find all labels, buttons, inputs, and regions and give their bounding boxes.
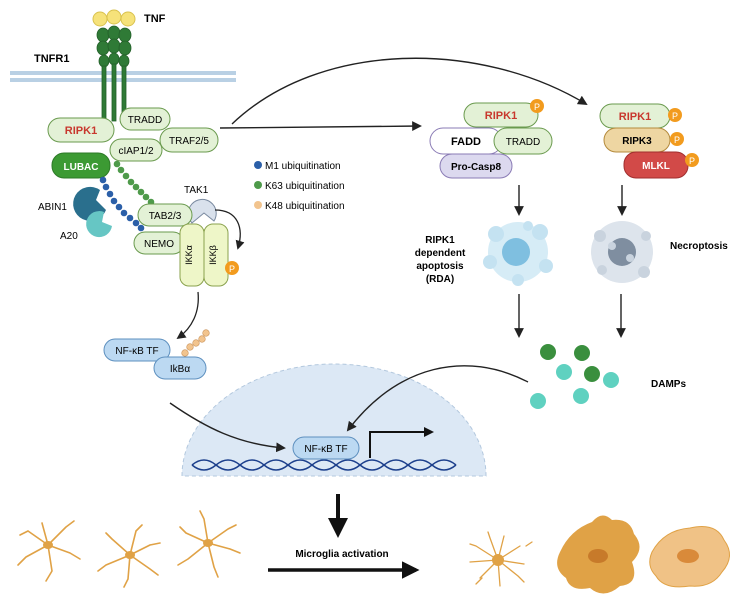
tak1-to-ikk-arrow <box>214 209 245 250</box>
mlkl-label: MLKL <box>642 161 670 172</box>
mlkl-phospho-label: P <box>689 156 695 166</box>
complex1-to-rda-arrow <box>219 121 422 131</box>
ikk-to-ikba-arrow <box>176 291 199 340</box>
resting-microglia <box>17 510 241 588</box>
ikkb-phospho-label: P <box>229 264 235 274</box>
apoptotic-cell <box>483 221 553 286</box>
nucleus-nfkb-box <box>292 436 360 460</box>
legend-k48: K48 ubiquitination <box>265 201 345 212</box>
damps-label: DAMPs <box>651 379 686 390</box>
necro-ripk1-phospho <box>668 108 682 122</box>
tab-box <box>137 203 193 227</box>
dna-helix <box>191 459 457 471</box>
rda-line-2: dependent <box>415 248 466 259</box>
tak1-shape <box>187 198 217 224</box>
m1-ubiquitin-chain <box>99 176 145 232</box>
lubac-box <box>51 152 111 179</box>
necroptosis-label: Necroptosis <box>670 241 728 252</box>
transcription-arrow <box>369 427 434 458</box>
damps-particles <box>530 344 619 409</box>
activating-microglia-body <box>492 554 504 566</box>
traf-label: TRAF2/5 <box>169 136 209 147</box>
ikka-label: IKKα <box>184 245 194 265</box>
amoeboid-microglia-1-nucleus <box>588 549 608 563</box>
tnf-ligand <box>92 9 136 27</box>
ciap-box <box>109 138 163 162</box>
necro-ripk1-phospho-label: P <box>672 111 678 121</box>
ikba-label: IkBα <box>170 364 190 375</box>
a20-label: A20 <box>60 231 78 242</box>
fadd-label: FADD <box>451 136 481 148</box>
ripk1-box <box>47 117 115 143</box>
mlkl-phospho <box>685 153 699 167</box>
tak1-label: TAK1 <box>184 185 209 196</box>
tnf-label: TNF <box>144 13 166 25</box>
a20-shape <box>86 211 112 238</box>
tradd-box <box>119 107 171 131</box>
abin1-label: ABIN1 <box>38 202 67 213</box>
ciap-label: cIAP1/2 <box>118 146 153 157</box>
legend-k63: K63 ubiquitination <box>265 181 345 192</box>
procasp8-label: Pro-Casp8 <box>451 162 501 173</box>
nemo-label: NEMO <box>144 239 174 250</box>
rda-ripk1-phospho <box>530 99 544 113</box>
rda-line-1: RIPK1 <box>425 235 455 246</box>
legend-m1: M1 ubiquitination <box>265 161 341 172</box>
tnfr1-label: TNFR1 <box>34 53 69 65</box>
ripk3-phospho-label: P <box>674 135 680 145</box>
nfkb-box <box>103 338 171 362</box>
tab-label: TAB2/3 <box>149 211 182 222</box>
k48-ubiquitin-chain <box>181 329 210 357</box>
necroptotic-cell <box>591 221 653 283</box>
ikba-box <box>153 356 207 380</box>
rda-ripk1-phospho-label: P <box>534 102 540 112</box>
lubac-label: LUBAC <box>64 162 99 173</box>
nfkb-label: NF-κB TF <box>115 346 158 357</box>
damps-to-nucleus-arrow <box>346 365 529 432</box>
resting-microglia-bodies <box>43 539 213 559</box>
ripk3-phospho <box>670 132 684 146</box>
activating-microglia <box>469 531 533 587</box>
ripk1-label: RIPK1 <box>65 125 97 137</box>
microglia-activation-label: Microglia activation <box>295 549 388 560</box>
rda-tradd-box <box>493 127 553 155</box>
ikkb-phospho <box>225 261 239 275</box>
procasp8-box <box>439 153 513 179</box>
rda-line-3: apoptosis <box>416 261 464 272</box>
nucleus <box>181 363 487 477</box>
tnfr1-receptor <box>96 25 132 122</box>
ikkb-box <box>203 223 229 287</box>
rda-tradd-label: TRADD <box>506 137 540 148</box>
amoeboid-microglia-2-nucleus <box>677 549 699 563</box>
rda-line-4: (RDA) <box>426 274 454 285</box>
necro-ripk1-label: RIPK1 <box>619 111 651 123</box>
k63-ubiquitin-chain <box>113 160 155 206</box>
nfkb-to-nucleus-arrow <box>169 402 286 453</box>
nucleus-nfkb-label: NF-κB TF <box>304 444 347 455</box>
complex1-to-necroptosis-arrow <box>231 57 588 125</box>
ubiquitination-legend: M1 ubiquitination K63 ubiquitination K48… <box>254 161 345 212</box>
tradd-label: TRADD <box>128 115 162 126</box>
traf-box <box>159 127 219 153</box>
rda-ripk1-label: RIPK1 <box>485 110 517 122</box>
ripk3-label: RIPK3 <box>622 136 652 147</box>
rda-ripk1-box <box>463 102 539 128</box>
ikkb-label: IKKβ <box>208 245 218 265</box>
